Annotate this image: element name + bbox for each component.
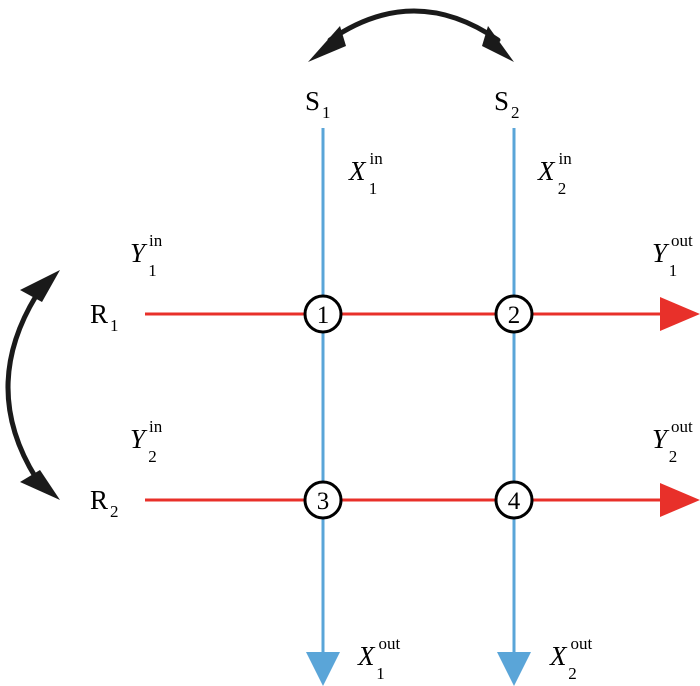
crossing-node-1-label: 1 — [317, 302, 330, 329]
receiver-swap-arrow-icon — [5, 293, 39, 481]
receiver-swap-arrowhead-top-icon — [20, 270, 60, 302]
source-swap-arrow-icon — [327, 8, 501, 43]
crossing-node-2: 2 — [494, 294, 534, 334]
receiver-swap-arrowhead-bottom-icon — [20, 470, 60, 500]
source-swap-arrowhead-right-icon — [482, 26, 514, 62]
crossing-node-4-label: 4 — [508, 488, 521, 515]
source-1-arrowhead — [306, 652, 340, 686]
source-2-arrowhead — [497, 652, 531, 686]
crossing-node-1: 1 — [303, 294, 343, 334]
crossing-node-3: 3 — [303, 480, 343, 520]
crossing-node-4: 4 — [494, 480, 534, 520]
receiver-2-arrowhead — [660, 483, 700, 517]
crossing-node-3-label: 3 — [317, 488, 330, 515]
source-swap-arrowhead-left-icon — [308, 26, 346, 62]
crossing-node-2-label: 2 — [508, 302, 521, 329]
receiver-1-arrowhead — [660, 297, 700, 331]
